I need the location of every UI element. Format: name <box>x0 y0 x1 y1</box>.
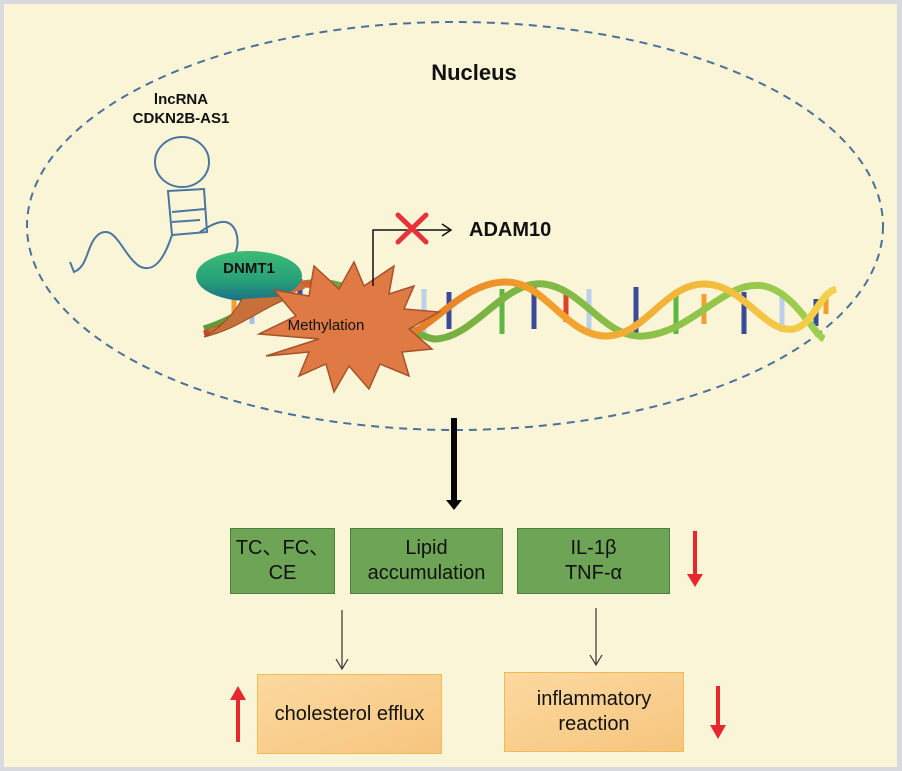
methylation-label: Methylation <box>287 317 365 334</box>
diagram-graphics <box>26 21 884 742</box>
lncrna-label-line2: CDKN2B-AS1 <box>132 110 230 127</box>
red-x-icon <box>395 212 429 245</box>
effect-box: TC、FC、 CE <box>230 528 335 594</box>
lncrna-label-line1: lncRNA <box>153 91 209 108</box>
dnmt1-label: DNMT1 <box>223 260 275 277</box>
transcription-arrow-icon <box>372 223 453 286</box>
trend-down-arrow-icon <box>687 531 703 587</box>
trend-up-arrow-icon <box>230 686 246 742</box>
lncrna-structure-icon <box>69 136 239 274</box>
lncrna-label: lncRNA CDKN2B-AS1 <box>116 90 246 128</box>
thin-arrow-icon <box>335 610 349 671</box>
outcome-box: inflammatory reaction <box>504 672 684 752</box>
outcome-box: cholesterol efflux <box>257 674 442 754</box>
effect-box-label: IL-1β TNF-α <box>564 537 623 584</box>
nucleus-label: Nucleus <box>431 60 517 85</box>
outcome-box-label: cholesterol efflux <box>274 702 425 725</box>
effect-box-label: TC、FC、 CE <box>235 537 330 584</box>
thin-arrow-icon <box>589 608 603 667</box>
effect-box-label: Lipid accumulation <box>367 537 486 584</box>
main-down-arrow-icon <box>446 418 462 510</box>
dnmt1-enzyme-icon <box>196 251 302 301</box>
trend-down-arrow-icon <box>710 686 726 739</box>
diagram-canvas: Nucleus lncRNA CDKN2B-AS1 DNMT1 Methylat… <box>4 4 897 767</box>
effect-box: Lipid accumulation <box>350 528 503 594</box>
methylation-burst-icon <box>256 260 442 394</box>
effect-box: IL-1β TNF-α <box>517 528 670 594</box>
gene-label: ADAM10 <box>469 219 552 241</box>
outcome-box-label: inflammatory reaction <box>536 688 652 735</box>
